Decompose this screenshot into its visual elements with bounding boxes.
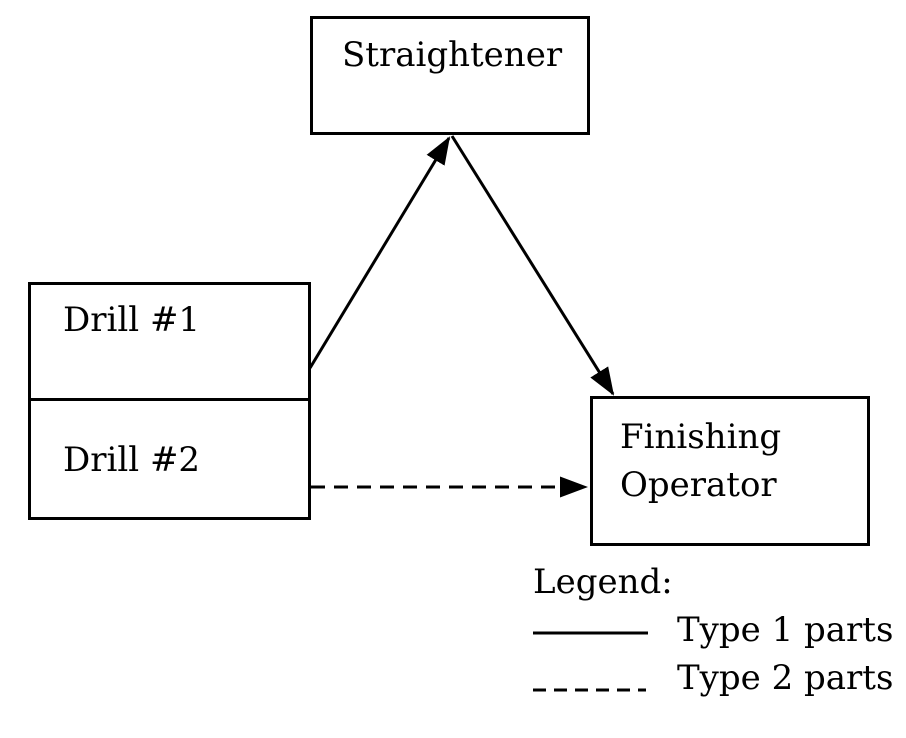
node-drill1-label: Drill #1 — [63, 300, 201, 340]
legend-item-type1-label: Type 1 parts — [677, 610, 894, 650]
legend-item-type2-label: Type 2 parts — [677, 658, 894, 698]
node-drill2-label: Drill #2 — [63, 440, 201, 480]
edge-straightener-to-finishing — [450, 135, 615, 396]
node-drill1: Drill #1 — [28, 282, 311, 401]
edge-drill1-to-straightener — [308, 136, 451, 369]
node-straightener-label: Straightener — [342, 35, 563, 75]
node-finishing-operator-label-line2: Operator — [620, 465, 777, 505]
node-finishing-operator: Finishing Operator — [590, 396, 870, 546]
node-finishing-operator-label-line1: Finishing — [620, 417, 782, 457]
legend-title: Legend: — [533, 562, 673, 602]
node-drill2: Drill #2 — [28, 398, 311, 520]
node-straightener: Straightener — [310, 16, 590, 135]
